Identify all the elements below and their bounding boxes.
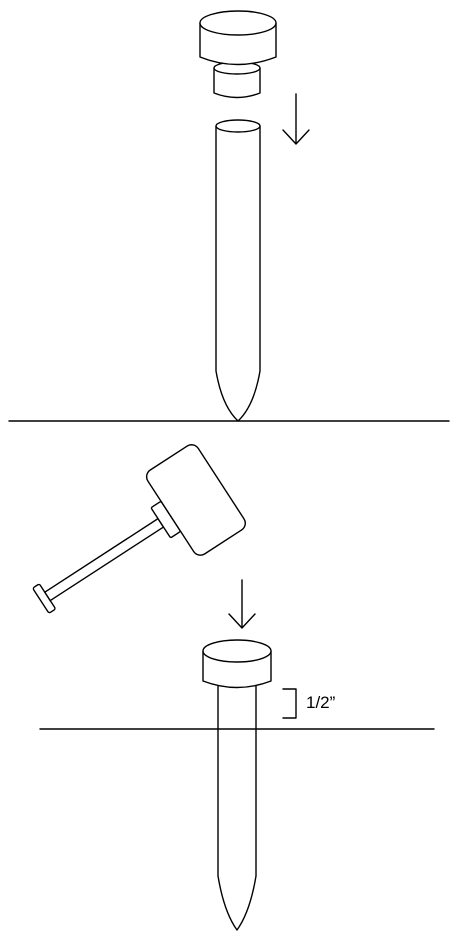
measurement-bracket <box>282 688 297 719</box>
down-arrow-icon <box>228 579 256 629</box>
step1-cap <box>199 10 277 99</box>
step2-stake <box>217 683 257 931</box>
step2-cap <box>202 639 272 689</box>
measurement-label: 1/2” <box>306 693 336 712</box>
mallet-icon <box>32 444 246 614</box>
step1-stake <box>215 119 261 422</box>
down-arrow-icon <box>282 93 310 145</box>
